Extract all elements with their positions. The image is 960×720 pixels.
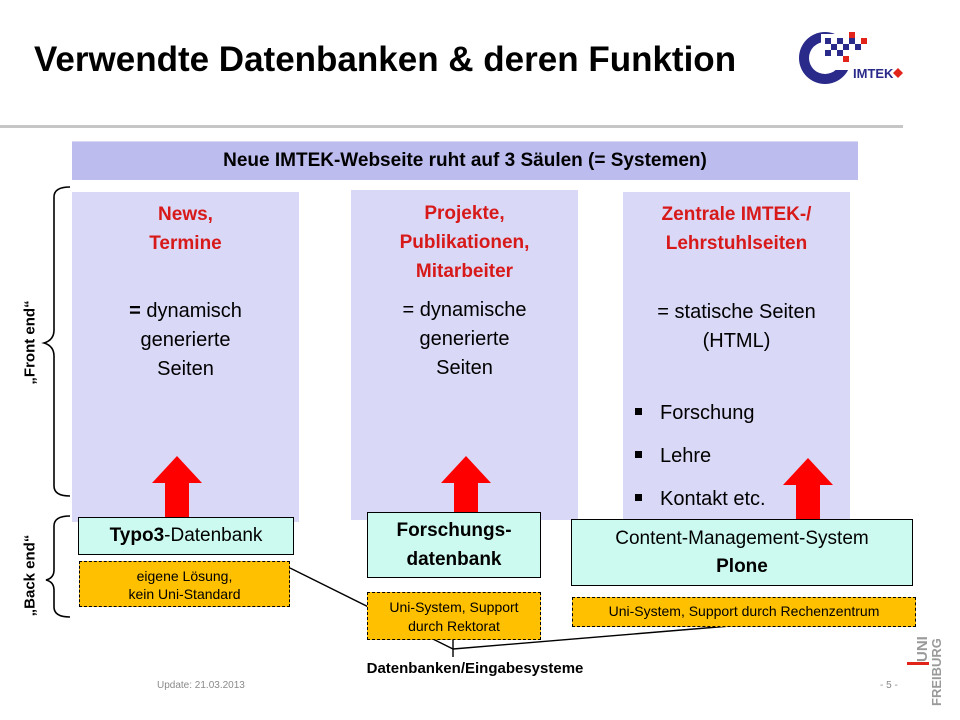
note-line: Uni-System, Support durch Rechenzentrum	[608, 603, 880, 619]
bullet-square-icon	[635, 408, 642, 416]
imtek-logo-icon: IMTEK	[799, 32, 903, 84]
column-heading-line: News,	[158, 204, 213, 225]
bullet-text: Forschung	[660, 402, 755, 424]
column-desc-line: generierte	[419, 328, 510, 350]
db-box-typo3: Typo3-Datenbank	[78, 517, 294, 555]
update-date: Update: 21.03.2013	[157, 680, 245, 691]
bullet-item: Kontakt etc.	[635, 478, 766, 521]
front-end-brace	[41, 186, 71, 497]
column-heading-line: Lehrstuhlseiten	[665, 233, 808, 254]
note-forschung: Uni-System, Support durch Rektorat	[367, 592, 541, 640]
column-heading-line: Zentrale IMTEK-/	[661, 204, 812, 225]
db-name-line: datenbank	[406, 549, 502, 570]
column-desc-line: = statische Seiten	[657, 301, 816, 323]
note-typo3: eigene Lösung, kein Uni-Standard	[79, 561, 290, 607]
bullet-square-icon	[635, 451, 642, 459]
arrow-up-icon	[441, 456, 491, 512]
uni-logo-bottom: FREIBURG	[929, 638, 944, 706]
column-heading-line: Projekte,	[424, 203, 505, 224]
title-divider	[0, 125, 903, 128]
db-name-rest: -Datenbank	[164, 525, 263, 546]
note-line: eigene Lösung,	[136, 568, 233, 584]
banner: Neue IMTEK-Webseite ruht auf 3 Säulen (=…	[72, 141, 858, 180]
db-name-bold: Typo3	[109, 525, 165, 546]
column-heading-line: Publikationen,	[399, 232, 530, 253]
uni-freiburg-logo-icon: UNI FREIBURG	[907, 636, 944, 706]
column-desc-line: generierte	[140, 329, 231, 351]
note-line: Uni-System, Support	[389, 599, 519, 615]
db-name-line: Plone	[716, 556, 768, 577]
uni-freiburg-logo: UNI FREIBURG	[905, 610, 945, 710]
column-heading-line: Termine	[149, 233, 222, 254]
column-heading-line: Mitarbeiter	[415, 261, 514, 282]
column-desc-line: Seiten	[157, 358, 214, 380]
uni-logo-top: UNI	[914, 636, 931, 662]
arrow-up-icon	[152, 456, 202, 518]
side-braces	[41, 186, 71, 618]
db-name-line: Content-Management-System	[615, 528, 869, 549]
slide-title: Verwendte Datenbanken & deren Funktion	[34, 40, 737, 79]
bullet-text: Kontakt etc.	[660, 488, 766, 510]
page-number: - 5 -	[880, 680, 898, 691]
logo-text: IMTEK	[853, 66, 894, 81]
note-plone: Uni-System, Support durch Rechenzentrum	[572, 597, 916, 627]
bullet-square-icon	[635, 494, 642, 502]
bullet-item: Forschung	[635, 392, 766, 435]
db-box-forschung: Forschungs- datenbank	[367, 512, 541, 578]
db-box-plone: Content-Management-System Plone	[571, 519, 913, 586]
back-end-brace	[45, 515, 71, 618]
banner-text: Neue IMTEK-Webseite ruht auf 3 Säulen (=…	[223, 150, 707, 171]
column-desc-line: Seiten	[436, 357, 493, 379]
column-desc-line: dynamisch	[140, 300, 242, 322]
note-line: kein Uni-Standard	[128, 586, 241, 602]
column-desc-line: (HTML)	[702, 330, 771, 352]
column-desc-bold: =	[129, 300, 141, 322]
bullet-list: Forschung Lehre Kontakt etc.	[635, 392, 766, 521]
column-desc-line: = dynamische	[402, 299, 527, 321]
note-line: durch Rektorat	[408, 618, 500, 634]
arrow-up-icon	[783, 458, 833, 520]
databases-caption: Datenbanken/Eingabesysteme	[366, 660, 584, 677]
db-name-line: Forschungs-	[396, 520, 512, 541]
imtek-logo: IMTEK	[795, 28, 907, 88]
bullet-item: Lehre	[635, 435, 766, 478]
bullet-text: Lehre	[660, 445, 712, 467]
